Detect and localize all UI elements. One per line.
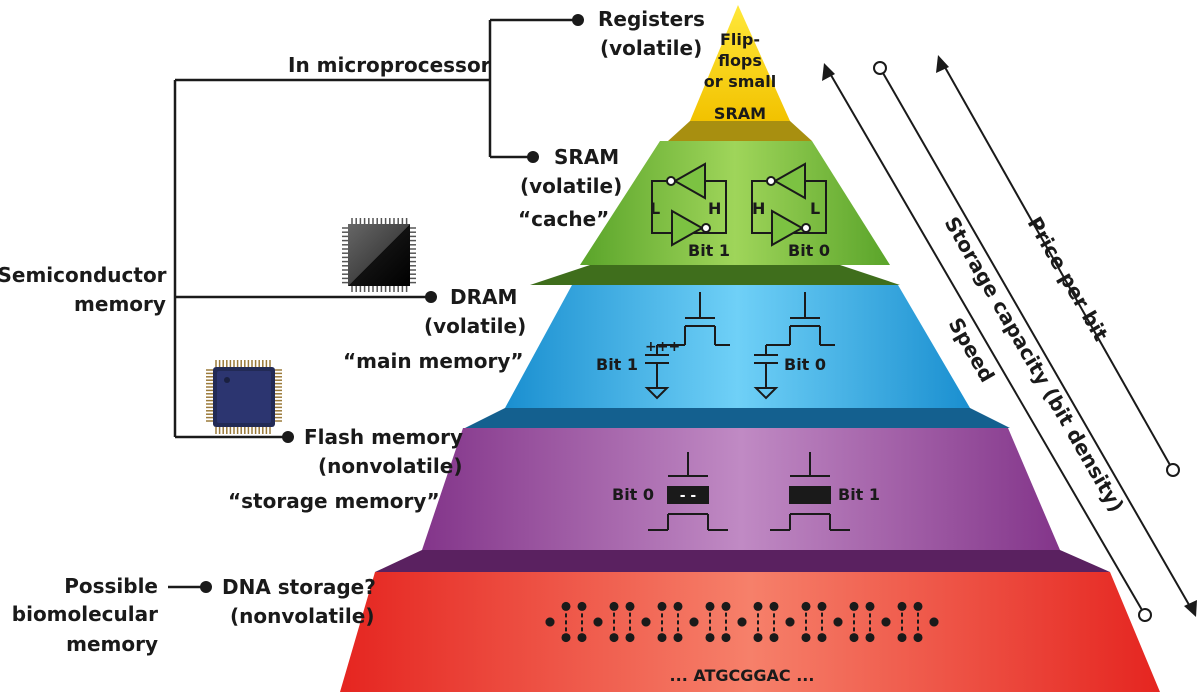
classification-tree (168, 14, 584, 593)
dram-chip-icon (342, 218, 416, 292)
flash-bit0-label: Bit 0 (612, 485, 654, 504)
sram-latch-bit1: L H Bit 1 (650, 162, 730, 260)
flash-nickname: “storage memory” (228, 489, 440, 513)
semiconductor-label-2: memory (74, 292, 166, 316)
dram-charge-plus: +++ (645, 339, 680, 355)
sram-shade (530, 265, 900, 285)
price-per-bit-arrow (936, 55, 1180, 477)
registers-inner-4: SRAM (714, 104, 766, 123)
biomolecular-label-1: Possible (64, 574, 158, 598)
registers-face (690, 5, 790, 121)
biomolecular-label-3: memory (66, 632, 158, 656)
dna-level: ... ATGCGGAC ... (340, 572, 1160, 692)
dna-sequence: ... ATGCGGAC ... (670, 666, 815, 685)
registers-inner-3: or small (704, 72, 776, 91)
price-axis-label: Price per bit (1023, 213, 1114, 346)
dna-type: (nonvolatile) (230, 604, 374, 628)
flash-name: Flash memory (304, 425, 463, 449)
flash-node (282, 431, 294, 443)
speed-arrow (822, 63, 1152, 622)
sram-node (527, 151, 539, 163)
flash-face (422, 428, 1060, 550)
sram-type: (volatile) (520, 174, 622, 198)
registers-node (572, 14, 584, 26)
sram-label-l-left: L (650, 199, 660, 218)
semiconductor-label-1: Semiconductor (0, 263, 167, 287)
flash-floating-gate-bit0 (667, 486, 709, 504)
dna-helix-icon (545, 601, 939, 643)
dna-face (340, 572, 1160, 692)
storage-capacity-arrow (873, 61, 1197, 617)
sram-label-l-right: L (810, 199, 820, 218)
biomolecular-label-2: biomolecular (12, 602, 158, 626)
dram-cell-bit1 (644, 292, 730, 400)
registers-type: (volatile) (600, 36, 702, 60)
registers-level: Flip- flops or small SRAM (668, 5, 812, 141)
registers-shade (668, 121, 812, 141)
dram-name: DRAM (450, 285, 517, 309)
sram-face (580, 141, 890, 265)
registers-name: Registers (598, 7, 705, 31)
registers-inner-1: Flip- (720, 30, 760, 49)
dram-face (505, 285, 970, 408)
flash-bit1-label: Bit 1 (838, 485, 880, 504)
dram-bit1-label: Bit 1 (596, 355, 638, 374)
flash-chip-icon (206, 360, 282, 434)
registers-inner-2: flops (718, 51, 762, 70)
flash-floating-gate-bit1 (789, 486, 831, 504)
sram-bit1-label: Bit 1 (688, 241, 730, 260)
dram-bit0-label: Bit 0 (784, 355, 826, 374)
dna-name: DNA storage? (222, 575, 376, 599)
dram-cell-bit0 (753, 292, 835, 400)
dram-type: (volatile) (424, 314, 526, 338)
dram-nickname: “main memory” (343, 349, 524, 373)
flash-cell-bit1 (770, 452, 850, 531)
sram-nickname: “cache” (518, 207, 609, 231)
sram-name: SRAM (554, 145, 619, 169)
sram-label-h-right: H (752, 199, 765, 218)
dram-shade (465, 408, 1010, 428)
dram-node (425, 291, 437, 303)
sram-label-h-left: H (708, 199, 721, 218)
flash-shade (375, 550, 1110, 572)
dram-level: +++ Bit 1 Bit 0 (465, 285, 1010, 428)
flash-type: (nonvolatile) (318, 454, 462, 478)
flash-charge-minus: - - (680, 488, 697, 504)
flash-cell-bit0 (648, 452, 728, 531)
sram-bit0-label: Bit 0 (788, 241, 830, 260)
in-microprocessor-label: In microprocessor (288, 53, 491, 77)
dna-node (200, 581, 212, 593)
sram-level: L H Bit 1 H L Bit 0 (530, 141, 900, 285)
flash-level: - - Bit 0 Bit 1 (375, 428, 1110, 572)
sram-latch-bit0: H L Bit 0 (751, 162, 830, 260)
